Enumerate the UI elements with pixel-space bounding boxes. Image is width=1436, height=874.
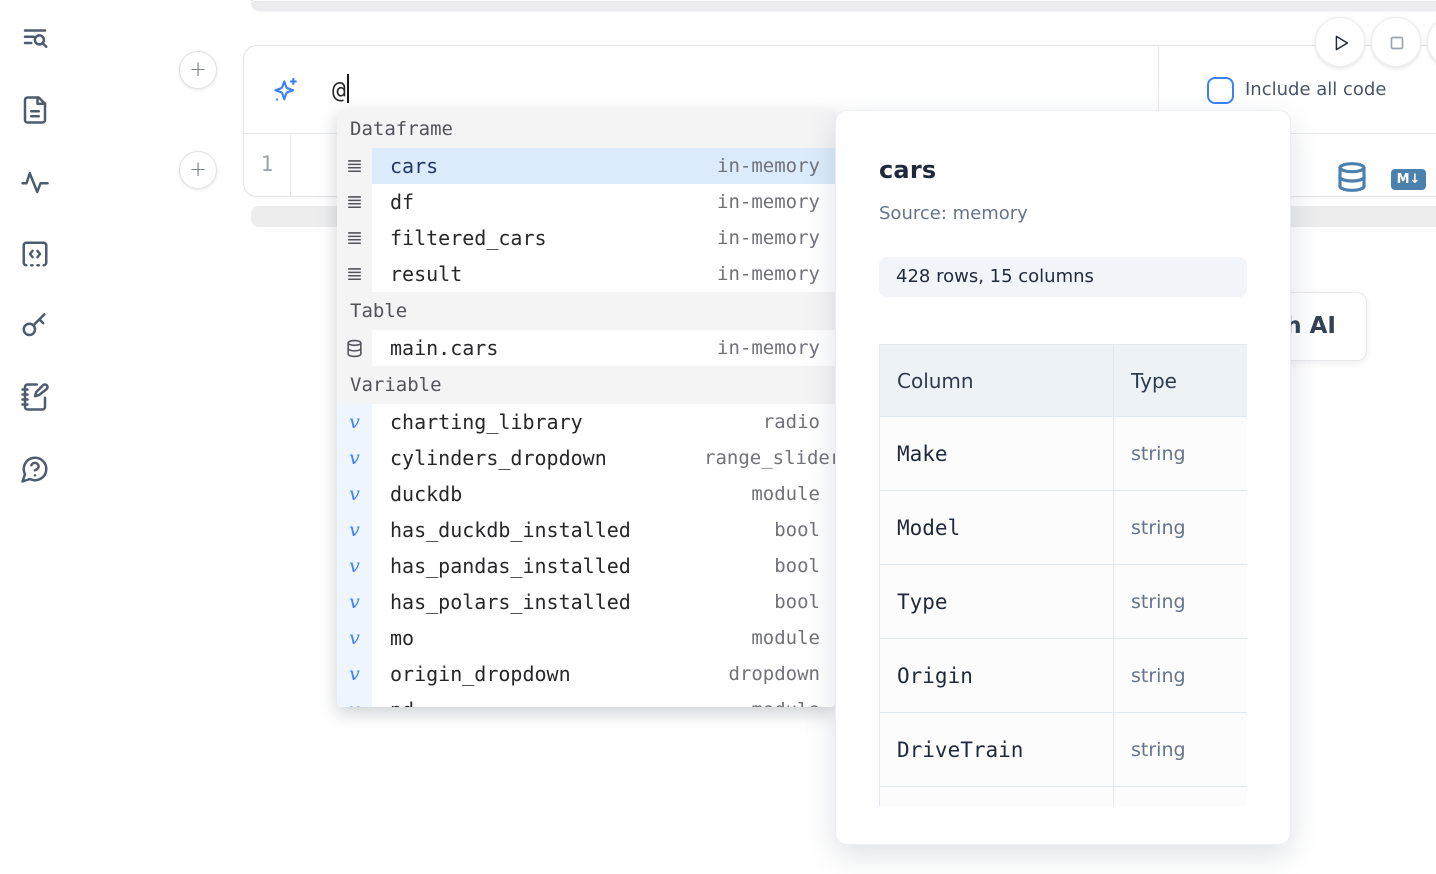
schema-header-type: Type bbox=[1113, 344, 1247, 417]
code-snippets-icon[interactable] bbox=[20, 239, 50, 269]
sidebar bbox=[0, 0, 70, 874]
preview-source: Source: memory bbox=[879, 203, 1028, 224]
code-editor-row[interactable]: 1 M↓ bbox=[244, 135, 1436, 197]
completion-item-result[interactable]: result in-memory bbox=[337, 256, 835, 292]
completion-item-duckdb[interactable]: v duckdb module bbox=[337, 476, 835, 512]
variable-icon: v bbox=[337, 512, 372, 548]
previous-cell-console bbox=[251, 2, 1436, 11]
schema-row: Type string bbox=[879, 564, 1247, 639]
database-icon bbox=[337, 330, 372, 366]
markdown-export-icon[interactable]: M↓ bbox=[1391, 169, 1426, 190]
help-chat-icon[interactable] bbox=[20, 454, 50, 484]
variable-icon: v bbox=[337, 692, 372, 707]
preview-title: cars bbox=[879, 156, 937, 184]
completion-item-has-pandas-installed[interactable]: v has_pandas_installed bool bbox=[337, 548, 835, 584]
completion-item-has-polars-installed[interactable]: v has_polars_installed bool bbox=[337, 584, 835, 620]
database-output-icon[interactable] bbox=[1336, 161, 1368, 193]
text-search-icon[interactable] bbox=[20, 23, 50, 53]
text-cursor bbox=[346, 74, 349, 103]
ai-button-label: h AI bbox=[1285, 313, 1336, 339]
add-cell-below-button[interactable]: + bbox=[179, 151, 217, 189]
completion-dropdown: Dataframe cars in-memory df in-memory fi… bbox=[337, 110, 835, 707]
completion-item-partial[interactable]: v pd module bbox=[337, 692, 835, 707]
run-cell-button[interactable] bbox=[1315, 17, 1365, 67]
schema-header-row: Column Type bbox=[879, 344, 1247, 417]
section-header-table: Table bbox=[337, 292, 835, 330]
variable-icon: v bbox=[337, 476, 372, 512]
schema-table: Column Type Make string Model string Typ… bbox=[879, 344, 1247, 806]
include-all-code-label: Include all code bbox=[1245, 79, 1387, 100]
prompt-value: @ bbox=[332, 78, 346, 104]
section-header-dataframe: Dataframe bbox=[337, 110, 835, 148]
schema-row: Model string bbox=[879, 490, 1247, 565]
notebook-pen-icon[interactable] bbox=[20, 382, 50, 412]
schema-header-column: Column bbox=[879, 344, 1114, 417]
dataframe-preview-panel: cars Source: memory 428 rows, 15 columns… bbox=[835, 110, 1291, 845]
variable-icon: v bbox=[337, 584, 372, 620]
play-icon bbox=[1335, 35, 1349, 51]
stop-cell-button[interactable] bbox=[1371, 17, 1421, 67]
completion-item-charting-library[interactable]: v charting_library radio bbox=[337, 404, 835, 440]
variable-icon: v bbox=[337, 548, 372, 584]
schema-row: Make string bbox=[879, 416, 1247, 491]
schema-table-wrap: Column Type Make string Model string Typ… bbox=[879, 344, 1247, 806]
dataframe-rows-icon bbox=[337, 148, 372, 184]
completion-item-main-cars[interactable]: main.cars in-memory bbox=[337, 330, 835, 366]
key-icon[interactable] bbox=[20, 310, 50, 340]
completion-item-origin-dropdown[interactable]: v origin_dropdown dropdown bbox=[337, 656, 835, 692]
ai-prompt-input[interactable]: @ bbox=[332, 74, 349, 104]
preview-shape-badge: 428 rows, 15 columns bbox=[879, 257, 1247, 297]
completion-item-mo[interactable]: v mo module bbox=[337, 620, 835, 656]
activity-icon[interactable] bbox=[20, 167, 50, 197]
schema-row: Origin string bbox=[879, 638, 1247, 713]
completion-item-cylinders-dropdown[interactable]: v cylinders_dropdown range_slider bbox=[337, 440, 835, 476]
line-number: 1 bbox=[244, 135, 291, 197]
variable-icon: v bbox=[337, 656, 372, 692]
stop-icon bbox=[1390, 36, 1404, 50]
completion-item-filtered-cars[interactable]: filtered_cars in-memory bbox=[337, 220, 835, 256]
dataframe-rows-icon bbox=[337, 256, 372, 292]
include-all-code-checkbox[interactable] bbox=[1207, 77, 1234, 104]
completion-item-df[interactable]: df in-memory bbox=[337, 184, 835, 220]
variable-icon: v bbox=[337, 620, 372, 656]
sparkles-ai-icon bbox=[271, 76, 300, 105]
prompt-divider bbox=[1158, 46, 1159, 134]
section-header-variable: Variable bbox=[337, 366, 835, 404]
completion-item-cars[interactable]: cars in-memory bbox=[337, 148, 835, 184]
file-text-icon[interactable] bbox=[20, 95, 50, 125]
variable-icon: v bbox=[337, 404, 372, 440]
add-cell-above-button[interactable]: + bbox=[179, 51, 217, 89]
schema-row-partial bbox=[879, 786, 1247, 806]
completion-item-has-duckdb-installed[interactable]: v has_duckdb_installed bool bbox=[337, 512, 835, 548]
schema-row: DriveTrain string bbox=[879, 712, 1247, 787]
variable-icon: v bbox=[337, 440, 372, 476]
dataframe-rows-icon bbox=[337, 220, 372, 256]
dataframe-rows-icon bbox=[337, 184, 372, 220]
